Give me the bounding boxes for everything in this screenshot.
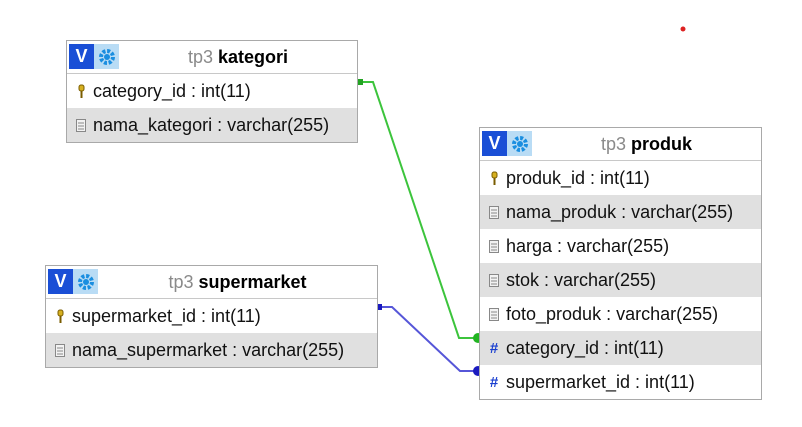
gear-icon[interactable]	[94, 44, 119, 69]
v-icon[interactable]: V	[48, 269, 73, 294]
hash-icon: #	[489, 339, 499, 357]
table-name: kategori	[218, 46, 289, 67]
column-icon	[488, 273, 500, 287]
table-header[interactable]: V tp3 supermarket	[46, 266, 377, 299]
table-name: supermarket	[198, 271, 307, 292]
column-row[interactable]: supermarket_id : int(11)	[46, 299, 377, 333]
marker-dot	[680, 26, 686, 32]
column-icon	[54, 343, 66, 357]
table-title: tp3 produk	[532, 128, 761, 160]
database-name: tp3	[600, 133, 627, 154]
column-row[interactable]: foto_produk : varchar(255)	[480, 297, 761, 331]
column-label: produk_id : int(11)	[506, 167, 650, 188]
key-icon	[54, 309, 66, 324]
column-label: nama_supermarket : varchar(255)	[72, 339, 345, 360]
gear-icon[interactable]	[73, 269, 98, 294]
key-icon	[75, 84, 87, 99]
relation-start-category	[357, 79, 363, 85]
table-name: produk	[631, 133, 693, 154]
key-icon	[488, 171, 500, 186]
table-kategori[interactable]: V tp3 kategori category_id : int(11) nam…	[66, 40, 358, 143]
column-row[interactable]: produk_id : int(11)	[480, 161, 761, 195]
database-name: tp3	[187, 46, 213, 67]
table-header[interactable]: V tp3 produk	[480, 128, 761, 161]
column-label: harga : varchar(255)	[506, 235, 670, 256]
relation-start-supermarket	[376, 304, 382, 310]
column-row[interactable]: # category_id : int(11)	[480, 331, 761, 365]
relation-line-category	[357, 81, 480, 339]
gear-icon[interactable]	[507, 131, 532, 156]
column-label: supermarket_id : int(11)	[72, 305, 261, 326]
column-row[interactable]: nama_supermarket : varchar(255)	[46, 333, 377, 367]
column-label: category_id : int(11)	[93, 80, 251, 101]
database-name: tp3	[168, 271, 194, 292]
column-row[interactable]: category_id : int(11)	[67, 74, 357, 108]
column-row[interactable]: stok : varchar(255)	[480, 263, 761, 297]
column-icon	[488, 239, 500, 253]
column-label: foto_produk : varchar(255)	[506, 303, 719, 324]
relation-line-supermarket	[377, 306, 480, 372]
column-icon	[488, 307, 500, 321]
column-label: stok : varchar(255)	[506, 269, 657, 290]
column-row[interactable]: harga : varchar(255)	[480, 229, 761, 263]
column-row[interactable]: # supermarket_id : int(11)	[480, 365, 761, 399]
table-title: tp3 kategori	[119, 41, 357, 73]
column-icon	[488, 205, 500, 219]
table-supermarket[interactable]: V tp3 supermarket supermarket_id : int(1…	[45, 265, 378, 368]
column-label: category_id : int(11)	[506, 337, 664, 358]
table-title: tp3 supermarket	[98, 266, 377, 298]
column-label: nama_produk : varchar(255)	[506, 201, 734, 222]
table-header[interactable]: V tp3 kategori	[67, 41, 357, 74]
v-icon[interactable]: V	[69, 44, 94, 69]
column-icon	[75, 118, 87, 132]
hash-icon: #	[489, 373, 499, 391]
v-icon[interactable]: V	[482, 131, 507, 156]
column-label: supermarket_id : int(11)	[506, 371, 695, 392]
column-row[interactable]: nama_produk : varchar(255)	[480, 195, 761, 229]
column-label: nama_kategori : varchar(255)	[93, 114, 330, 135]
column-row[interactable]: nama_kategori : varchar(255)	[67, 108, 357, 142]
table-produk[interactable]: V tp3 produk produk_id : int(11) nama_pr…	[479, 127, 762, 400]
